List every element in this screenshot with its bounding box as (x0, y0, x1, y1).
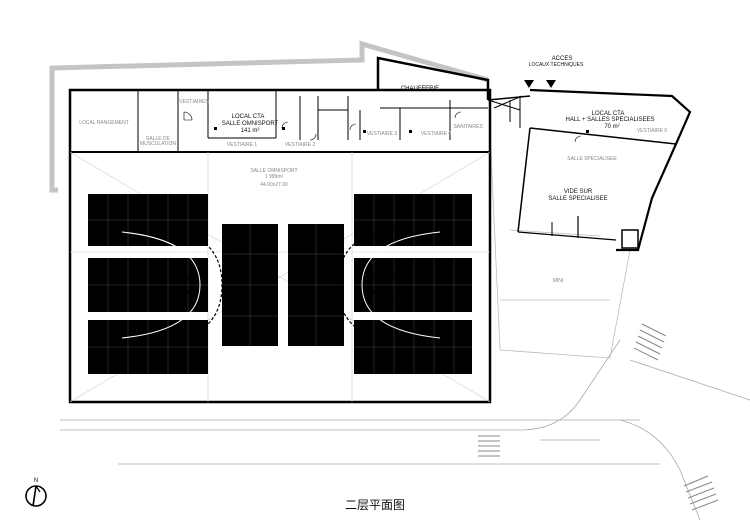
label-area-2: 70 m² (604, 124, 619, 130)
access-arrow-left-icon (524, 80, 534, 88)
crosswalk-bottom (683, 475, 719, 511)
label-vide-sur: VIDE SUR (564, 189, 593, 195)
label-salle-musculation: SALLE DE (146, 136, 171, 142)
label-acces: ACCES (552, 56, 573, 62)
site-lines (60, 339, 750, 521)
basketball-markings (121, 223, 441, 346)
north-label: N (34, 478, 38, 484)
label-vestiaire-4: VESTIAIRE 4 (421, 131, 452, 137)
door-symbols (183, 111, 582, 143)
label-local-cta-2: LOCAL CTA (592, 111, 625, 117)
main-building-outline (68, 56, 492, 404)
lower-level-outline (49, 40, 489, 193)
label-sanitaires: SANITAIRES (453, 124, 483, 130)
court-left-top (88, 194, 208, 246)
court-center-left (222, 224, 278, 346)
label-vestiaire-3: VESTIAIRE 3 (367, 131, 398, 137)
label-vestiaire-1: VESTIAIRE 1 (227, 142, 258, 148)
label-mini: MINI (553, 278, 564, 284)
interior-partitions (137, 90, 523, 152)
label-vestiaire-2: VESTIAIRE 2 (285, 142, 316, 148)
plan-title: 二层平面图 (344, 498, 405, 512)
label-dim-omni-2: 44.00x27.00 (260, 182, 288, 188)
label-salle-specialisee: SALLE SPECIALISEE (567, 156, 617, 162)
label-vestiaires: VESTIAIRES (179, 99, 209, 105)
label-chaufferie: CHAUFFERIE (401, 86, 439, 92)
court-right-middle (354, 258, 472, 312)
label-area-1: 141 m² (241, 128, 260, 134)
label-salle-specialisee-2: SALLE SPECIALISEE (548, 196, 607, 202)
lower-level-footprint (489, 129, 631, 359)
court-right-top (354, 194, 472, 246)
label-salle-omnisport-1: SALLE OMNISPORT (222, 121, 279, 127)
label-salle-musculation-2: MUSCULATION (140, 141, 176, 147)
label-salle-omnisport-2: SALLE OMNISPORT (250, 168, 297, 174)
access-arrow-right-icon (546, 80, 556, 88)
label-locaux-techniques: LOCAUX TECHNIQUES (529, 62, 584, 68)
label-local-cta-1: LOCAL CTA (232, 114, 265, 120)
court-center-right (288, 224, 344, 346)
court-right-bottom (354, 320, 472, 374)
north-arrow-icon: N (25, 478, 47, 507)
right-wing-outline (487, 88, 692, 252)
crosswalk-top (633, 323, 667, 361)
court-left-bottom (88, 320, 208, 374)
label-dim-omni: 1 999m² (265, 174, 284, 180)
label-hall-salles: HALL + SALLES SPECIALISEES (566, 117, 655, 123)
crosswalk-middle (478, 435, 500, 457)
court-left-middle (88, 258, 208, 312)
label-local-rangement: LOCAL RANGEMENT (79, 120, 129, 126)
label-vestiaire-5: VESTIAIRE 5 (637, 128, 668, 134)
columns (214, 127, 589, 133)
